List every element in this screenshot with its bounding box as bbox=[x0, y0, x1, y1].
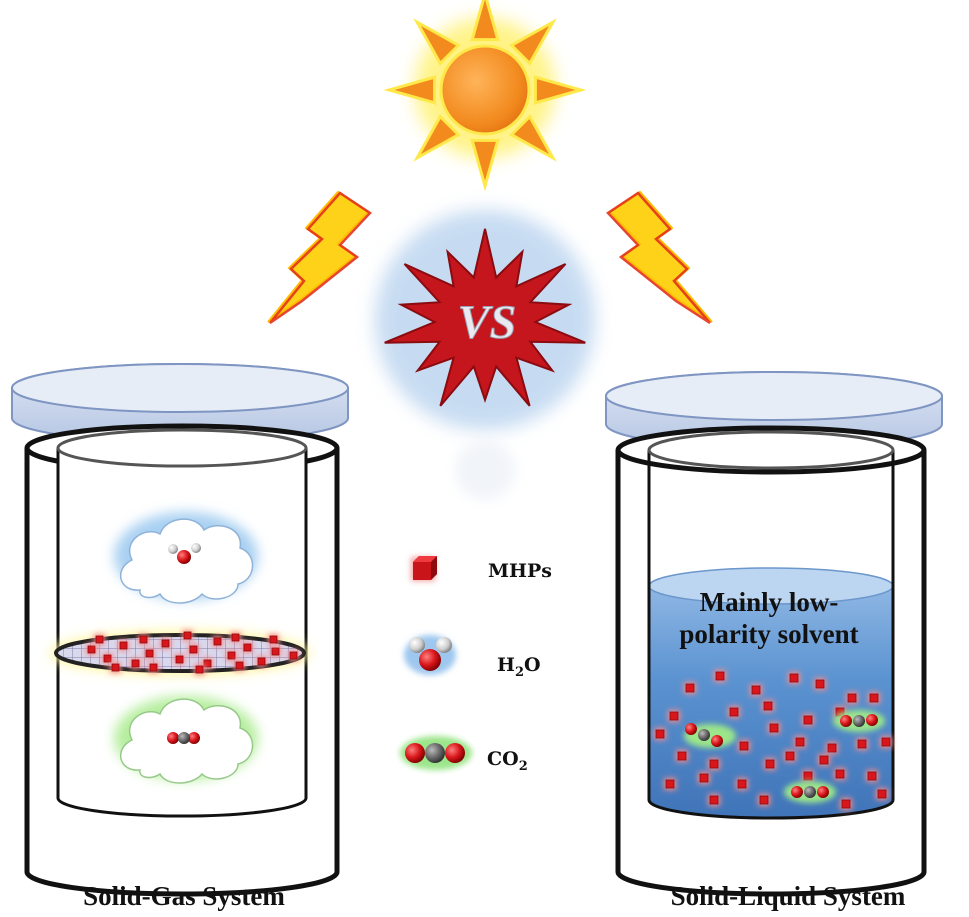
mhp-cube-icon bbox=[738, 740, 750, 752]
sun-ray bbox=[413, 18, 461, 66]
mhp-cube-icon bbox=[234, 660, 245, 671]
mhp-cube-icon bbox=[138, 634, 149, 645]
mhp-cube-icon bbox=[288, 650, 299, 661]
legend-co2-molecule-icon bbox=[400, 736, 472, 770]
molecule-icon-co2-right-2 bbox=[833, 710, 885, 732]
mhp-cube-icon bbox=[764, 758, 776, 770]
sun-ray bbox=[509, 18, 557, 66]
mhp-cube-icon bbox=[762, 700, 774, 712]
mhp-cube-icon bbox=[736, 778, 748, 790]
mhp-cube-icon bbox=[130, 658, 141, 669]
mhp-cube-icon bbox=[802, 714, 814, 726]
mhp-cube-icon bbox=[194, 664, 205, 675]
mhp-cube-icon bbox=[230, 632, 241, 643]
mhp-cube-icon bbox=[684, 682, 696, 694]
mhp-cube-icon bbox=[876, 788, 888, 800]
mhp-cube-icon bbox=[654, 728, 666, 740]
mhp-cube-icon bbox=[758, 794, 770, 806]
mhp-cube-icon bbox=[226, 650, 237, 661]
legend: MHPs H2O CO2 bbox=[400, 556, 552, 774]
beaker-icon-left bbox=[11, 363, 349, 897]
legend-h2o-label: H2O bbox=[497, 654, 541, 680]
mhp-cube-icon bbox=[708, 794, 720, 806]
mhp-cube-icon bbox=[668, 710, 680, 722]
mhp-cube-icon bbox=[86, 644, 97, 655]
solvent-label-line2: polarity solvent bbox=[679, 619, 858, 649]
molecule-icon-co2-right-3 bbox=[784, 781, 836, 803]
mhp-cube-icon bbox=[750, 684, 762, 696]
mhp-cube-icon bbox=[818, 754, 830, 766]
legend-co2-label: CO2 bbox=[487, 748, 528, 774]
mhp-cube-icon bbox=[202, 658, 213, 669]
mhp-cube-icon bbox=[144, 648, 155, 659]
sun-ray bbox=[413, 114, 461, 162]
mhp-cube-icon bbox=[270, 646, 281, 657]
mhp-cube-icon bbox=[94, 634, 105, 645]
left-caption: Solid-Gas System bbox=[83, 881, 285, 911]
mhp-cube-icon bbox=[698, 772, 710, 784]
mhp-cube-icon bbox=[802, 770, 814, 782]
mhp-cube-icon bbox=[188, 644, 199, 655]
mhp-cube-icon bbox=[102, 653, 113, 664]
mhp-cube-icon bbox=[664, 778, 676, 790]
mhp-cube-icon bbox=[840, 798, 852, 810]
legend-mhps-label: MHPs bbox=[488, 560, 552, 582]
sun-ray bbox=[470, 0, 500, 42]
mhp-cube-icon bbox=[148, 662, 159, 673]
mhp-cube-icon bbox=[834, 768, 846, 780]
sun-icon bbox=[383, 0, 587, 192]
mhp-cube-icon bbox=[846, 692, 858, 704]
mhp-cube-icon bbox=[794, 736, 806, 748]
mesh-disc-icon bbox=[50, 630, 310, 675]
mhp-cube-icon bbox=[110, 662, 121, 673]
mhp-cube-icon bbox=[174, 654, 185, 665]
starburst-icon: VS bbox=[375, 210, 595, 500]
molecule-icon-co2-right-1 bbox=[684, 723, 736, 748]
mhp-cube-icon bbox=[728, 706, 740, 718]
molecule-icon-h2o-left bbox=[168, 543, 201, 564]
molecule-icon-co2-left bbox=[167, 732, 200, 744]
mhp-cube-icon bbox=[880, 736, 892, 748]
mhp-cube-icon bbox=[784, 750, 796, 762]
mhp-cube-icon bbox=[868, 692, 880, 704]
mhp-cube-icon bbox=[826, 742, 838, 754]
mhp-cube-icon bbox=[268, 634, 279, 645]
mhp-cube-icon bbox=[676, 750, 688, 762]
lightning-bolt-icon-left bbox=[267, 190, 372, 325]
mhp-cube-icon bbox=[182, 630, 193, 641]
vs-label: VS bbox=[458, 296, 517, 349]
right-caption: Solid-Liquid System bbox=[671, 881, 906, 911]
mhp-cube-icon bbox=[866, 770, 878, 782]
mhp-cube-icon bbox=[714, 670, 726, 682]
mhp-cube-icon bbox=[814, 678, 826, 690]
sun-ray bbox=[470, 138, 500, 192]
mhp-cube-icon bbox=[768, 722, 780, 734]
mhp-cube-icon bbox=[256, 656, 267, 667]
mhp-cube-icon bbox=[118, 640, 129, 651]
solvent-label-line1: Mainly low- bbox=[700, 587, 839, 617]
sun-ray bbox=[383, 75, 437, 105]
sun-ray bbox=[533, 75, 587, 105]
mhp-cube-icon bbox=[856, 738, 868, 750]
mhp-cube-icon bbox=[242, 642, 253, 653]
mhp-cube-icon bbox=[708, 758, 720, 770]
legend-cube-icon bbox=[411, 556, 437, 581]
mhp-cube-icon bbox=[788, 672, 800, 684]
lightning-bolt-icon-right bbox=[606, 190, 713, 325]
mhp-particles-liquid bbox=[654, 670, 892, 810]
legend-h2o-molecule-icon bbox=[404, 635, 456, 675]
sun-ray bbox=[509, 114, 557, 162]
mhp-cube-icon bbox=[160, 638, 171, 649]
mhp-cube-icon bbox=[212, 636, 223, 647]
